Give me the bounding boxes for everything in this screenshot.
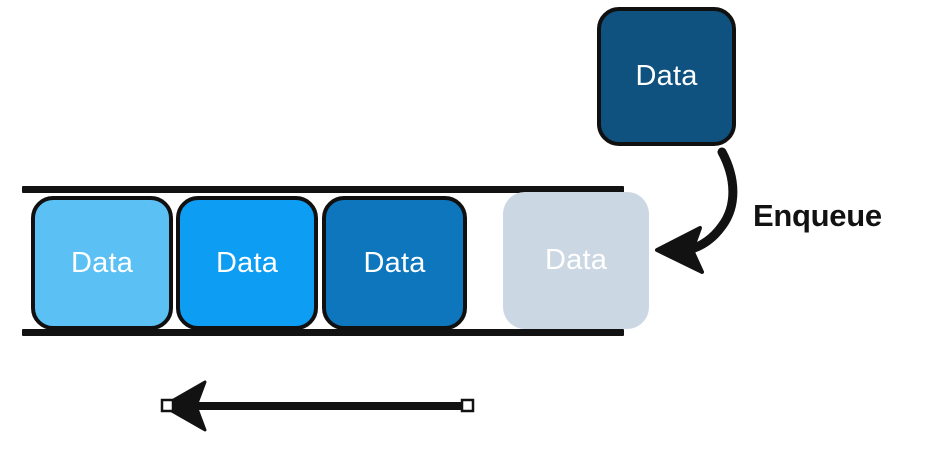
queue-slot-1[interactable]: Data — [176, 196, 318, 330]
queue-direction-arrow — [160, 380, 475, 432]
queue-slot-2[interactable]: Data — [322, 196, 467, 330]
enqueue-curved-arrow — [655, 147, 738, 274]
direction-arrow-handle-right — [460, 398, 475, 413]
incoming-data-box[interactable]: Data — [597, 7, 736, 146]
queue-rail-top — [22, 186, 624, 193]
direction-arrow-handle-left — [160, 398, 175, 413]
enqueue-label: Enqueue — [753, 198, 882, 233]
queue-slot-0[interactable]: Data — [31, 196, 173, 330]
queue-slot-3-placeholder[interactable]: Data — [503, 192, 649, 329]
queue-rail-bottom — [22, 329, 624, 336]
